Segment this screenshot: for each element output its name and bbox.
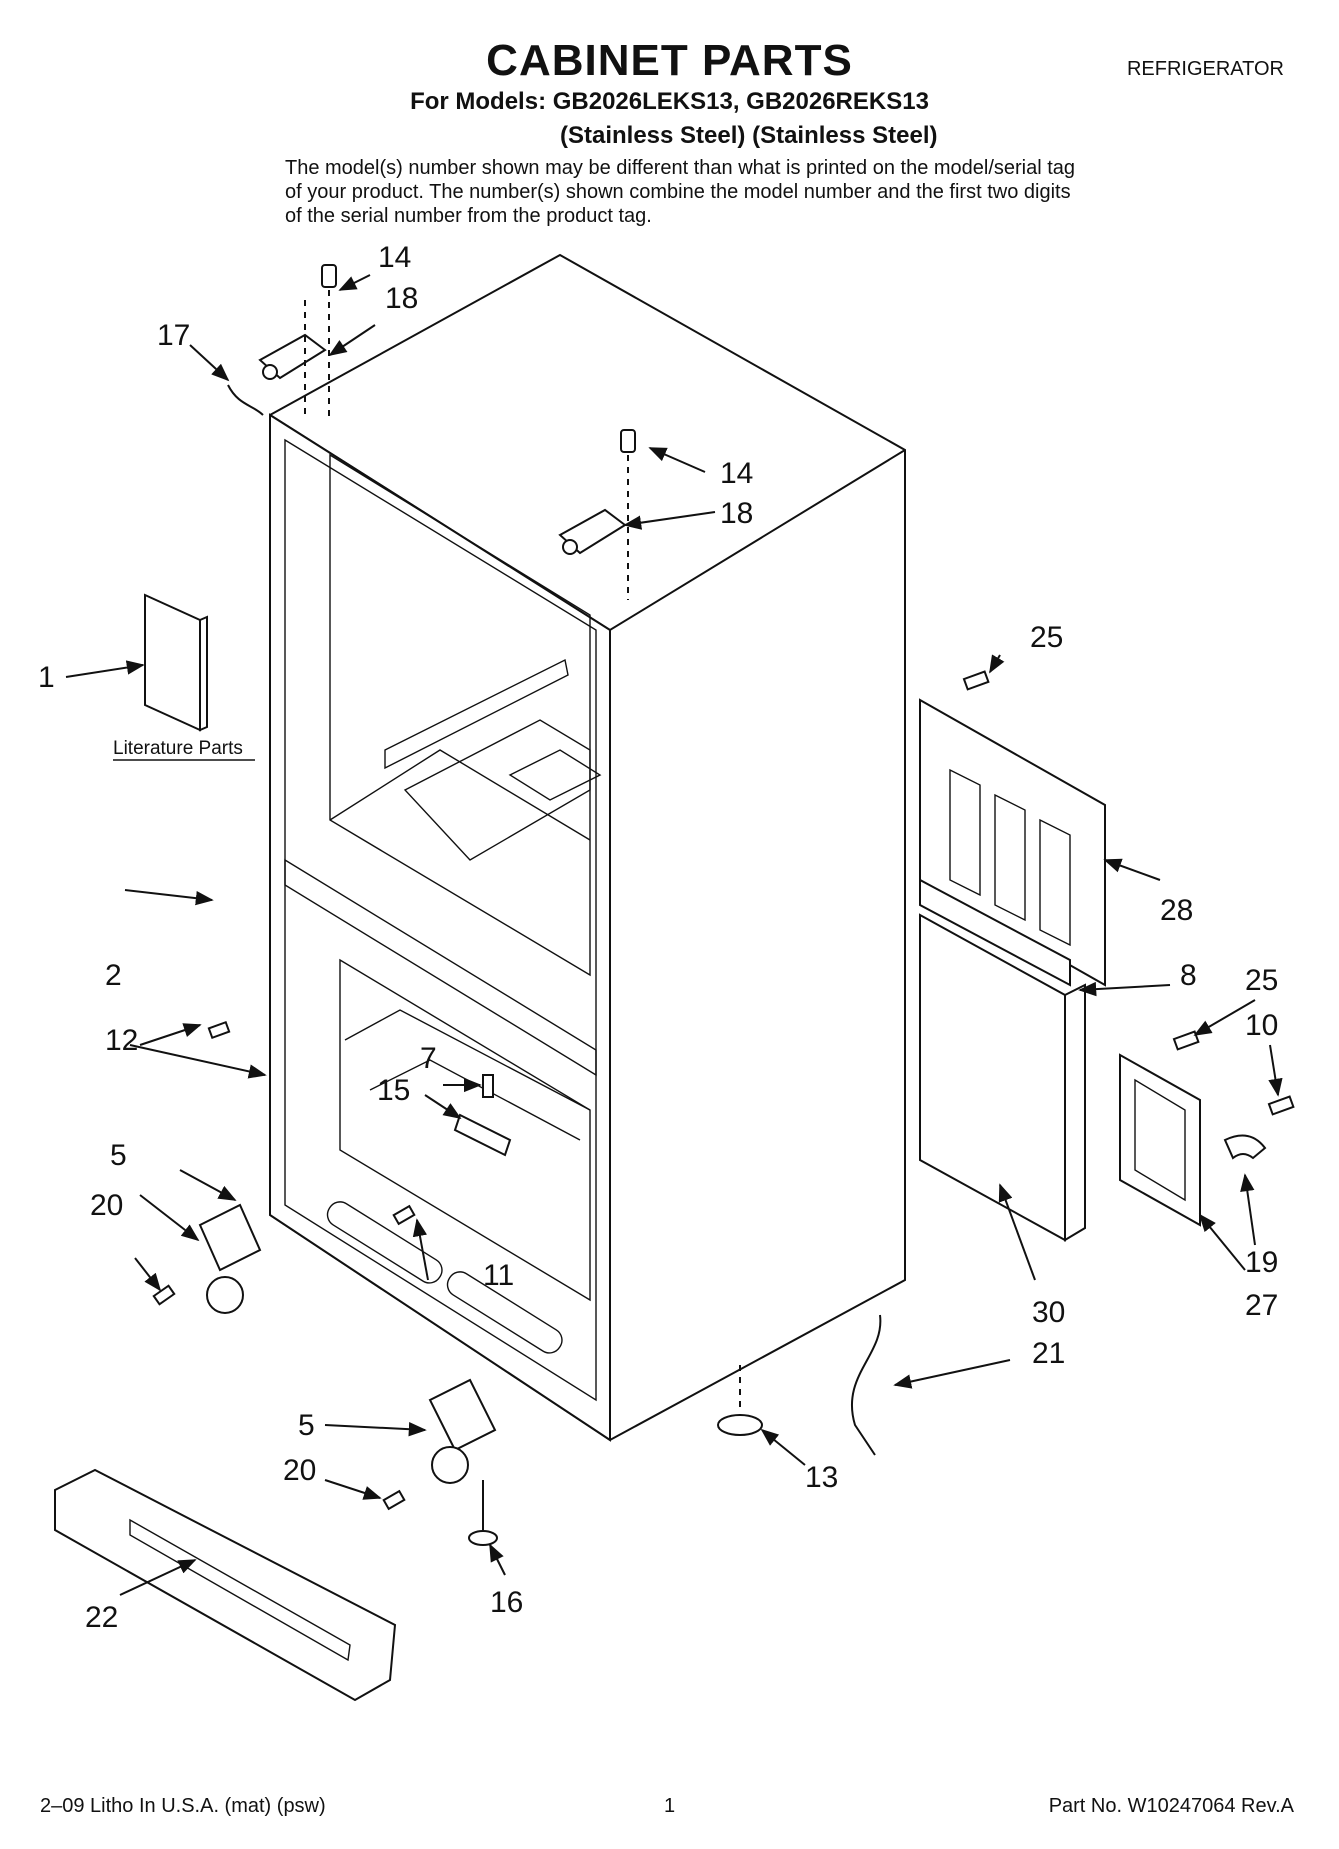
callout-5-left: 5 [110, 1139, 127, 1172]
callout-17: 17 [157, 319, 190, 352]
leader-lines [65, 274, 1283, 1596]
model-finishes: (Stainless Steel) (Stainless Steel) [560, 122, 938, 149]
callout-10: 10 [1245, 1009, 1278, 1042]
callout-19: 19 [1245, 1246, 1278, 1279]
hose [227, 384, 264, 416]
appliance-type: REFRIGERATOR [1126, 58, 1284, 80]
callout-7: 7 [420, 1042, 437, 1075]
callout-5-right: 5 [298, 1409, 315, 1442]
page-title: CABINET PARTS [486, 36, 853, 85]
rear-access-cover [919, 698, 1106, 987]
bracket-15 [453, 1113, 512, 1157]
cabinet-body [269, 253, 906, 1442]
callout-18-left: 18 [385, 282, 418, 315]
callout-22: 22 [85, 1601, 118, 1634]
screw-10 [1267, 1095, 1295, 1116]
foot-pad [717, 1414, 763, 1436]
roller-right [428, 1378, 497, 1484]
rear-panel [919, 913, 1086, 1242]
callout-18-right: 18 [720, 497, 753, 530]
callout-numbers: 1 12 2 5 20 7 15 11 5 20 16 22 13 21 30 … [38, 241, 1278, 1634]
callout-14-left: 14 [378, 241, 411, 274]
callout-13: 13 [805, 1461, 838, 1494]
literature-label: Literature Parts [113, 738, 243, 759]
part-number: Part No. W10247064 Rev.A [1048, 1795, 1294, 1817]
screw-25-mid [1172, 1030, 1200, 1051]
callout-30: 30 [1032, 1296, 1065, 1329]
screw-12 [207, 1020, 231, 1040]
callout-8: 8 [1180, 959, 1197, 992]
callout-25-mid: 25 [1245, 964, 1278, 997]
callout-11: 11 [483, 1259, 514, 1292]
leveling-leg [468, 1480, 498, 1546]
model-numbers: For Models: GB2026LEKS13, GB2026REKS13 [410, 88, 929, 115]
callout-25-top: 25 [1030, 621, 1063, 654]
callout-12: 12 [105, 1024, 138, 1057]
callout-1: 1 [38, 661, 55, 694]
toe-grille [54, 1468, 397, 1702]
screw-20-left [152, 1284, 176, 1306]
screw-20-right [382, 1489, 406, 1511]
screw-11 [392, 1204, 416, 1226]
electrical-bracket [1119, 1053, 1201, 1227]
model-note: The model(s) number shown may be differe… [285, 157, 1076, 227]
screw-7 [482, 1074, 494, 1098]
callout-20-right: 20 [283, 1454, 316, 1487]
callout-16: 16 [490, 1586, 523, 1619]
screw-25-top [962, 670, 990, 691]
drain-tube [850, 1314, 882, 1456]
callout-21: 21 [1032, 1337, 1065, 1370]
clamp [1223, 1134, 1267, 1160]
callout-27: 27 [1245, 1289, 1278, 1322]
callout-28: 28 [1160, 894, 1193, 927]
callout-14-right: 14 [720, 457, 753, 490]
callout-20-left: 20 [90, 1189, 123, 1222]
page-number: 1 [663, 1795, 676, 1817]
seal-strip [919, 878, 1071, 987]
print-info: 2–09 Litho In U.S.A. (mat) (psw) [40, 1795, 326, 1817]
callout-2: 2 [105, 959, 122, 992]
literature-parts: Literature Parts [113, 593, 255, 761]
callout-15: 15 [377, 1074, 410, 1107]
roller-left [198, 1203, 262, 1314]
